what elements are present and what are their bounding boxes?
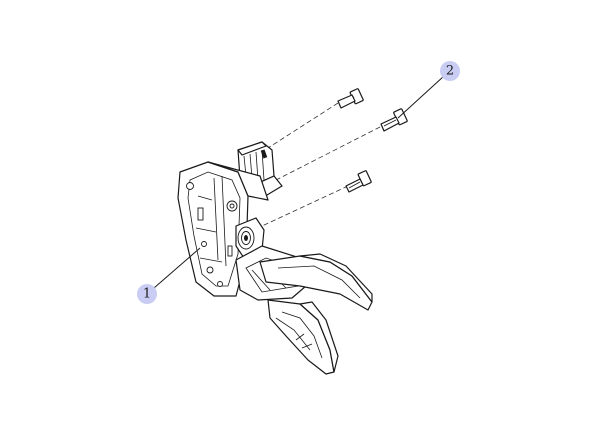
assembly-line-top [267, 102, 339, 149]
callout-1: 1 [137, 284, 157, 304]
bolt-top [337, 88, 364, 109]
leader-line-2 [397, 75, 445, 119]
bolt-bottom [345, 170, 372, 193]
assembly-line-middle [275, 126, 381, 181]
assembly-lines [261, 102, 381, 227]
bolt-middle [380, 108, 408, 132]
assembly-line-bottom [261, 185, 349, 227]
pedal-lever-upper [259, 253, 373, 311]
callout-2: 2 [440, 61, 460, 81]
pedal-pad [267, 299, 339, 375]
leader-line-1 [153, 247, 201, 289]
pedal-bracket [177, 161, 269, 297]
callout-1-label: 1 [143, 287, 151, 302]
pedal-pivot-hub [235, 217, 265, 259]
callout-2-label: 2 [446, 64, 454, 79]
